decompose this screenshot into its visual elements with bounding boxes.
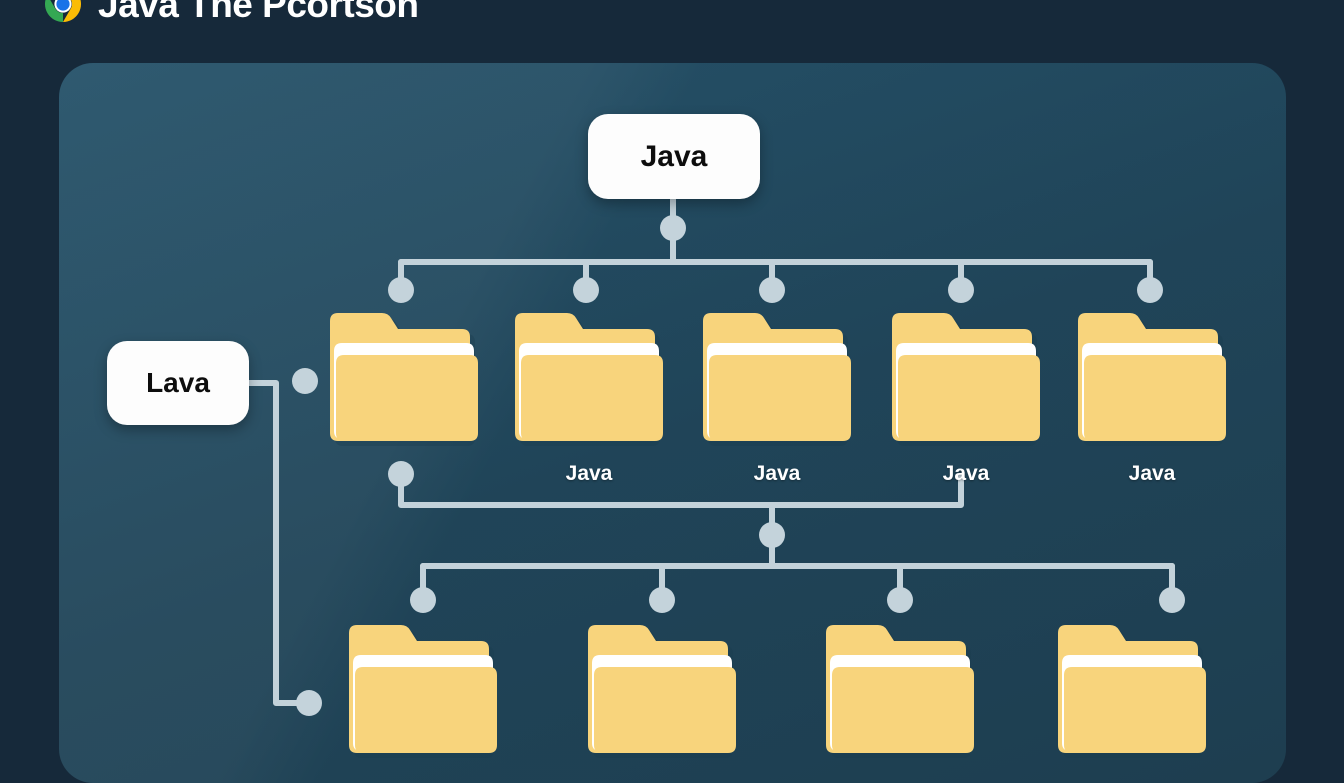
folder-icon[interactable]	[886, 307, 1046, 447]
folder-icon[interactable]	[1052, 619, 1212, 759]
folder-icon[interactable]	[582, 619, 742, 759]
folder-icon[interactable]	[820, 619, 980, 759]
folder-caption: Java	[942, 462, 990, 485]
folder-caption: Java	[753, 462, 801, 485]
chrome-logo-icon	[42, 0, 84, 25]
page-header: Java The Pcortson	[0, 0, 1344, 30]
root-node-java[interactable]: Java	[588, 114, 760, 199]
side-node-lava[interactable]: Lava	[107, 341, 249, 425]
root-node-label: Java	[640, 139, 708, 173]
folder-icon[interactable]	[324, 307, 484, 447]
folder-icon[interactable]	[1072, 307, 1232, 447]
side-node-label: Lava	[146, 367, 210, 398]
folder-caption: Java	[565, 462, 613, 485]
folder-caption: Java	[1128, 462, 1176, 485]
page-title: Java The Pcortson	[98, 0, 419, 25]
folder-icon[interactable]	[509, 307, 669, 447]
folder-icon[interactable]	[697, 307, 857, 447]
folder-icon[interactable]	[343, 619, 503, 759]
